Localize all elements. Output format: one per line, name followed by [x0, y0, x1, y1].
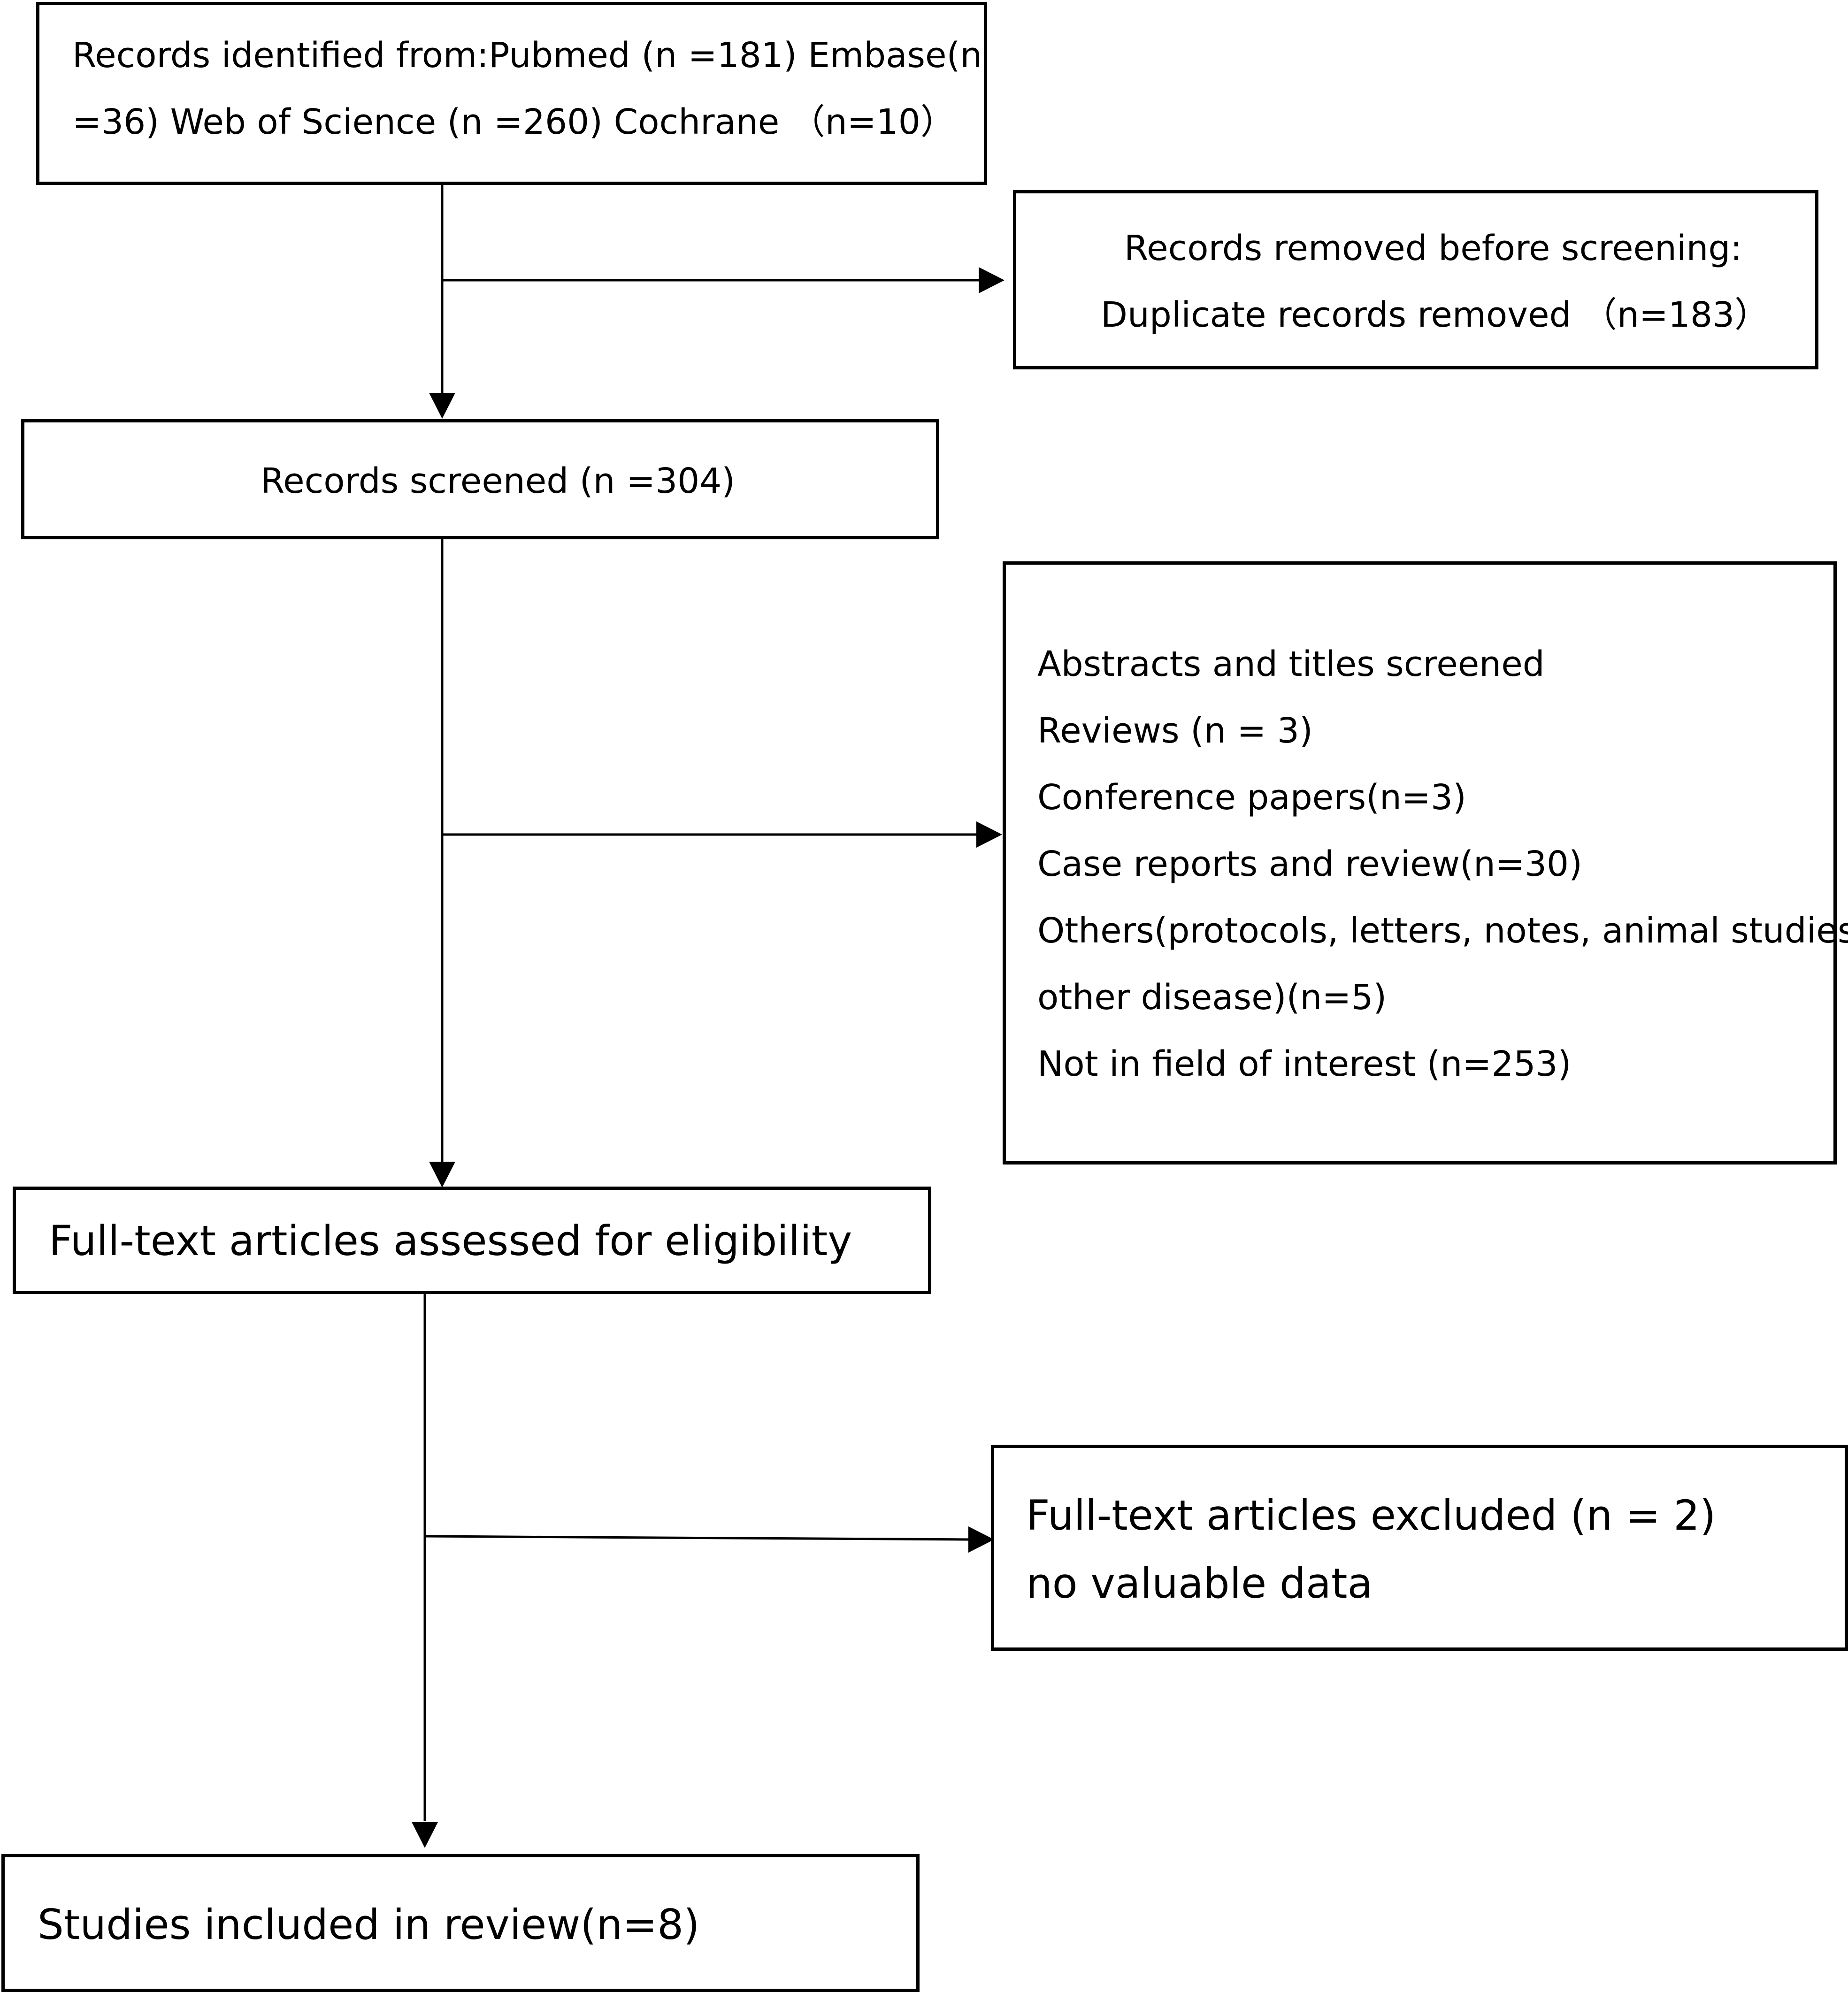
- arrowhead-to-screened: [429, 393, 455, 419]
- full-text-assessed-label: Full-text articles assessed for eligibil…: [49, 1217, 852, 1265]
- excluded-screening-item-7: Not in field of interest (n=253): [1037, 1044, 1572, 1084]
- full-text-assessed-box: Full-text articles assessed for eligibil…: [13, 1187, 931, 1294]
- arrowhead-to-excluded-fulltext: [968, 1526, 994, 1553]
- full-text-excluded-line-1: Full-text articles excluded (n = 2): [1026, 1491, 1716, 1540]
- excluded-screening-item-4: Case reports and review(n=30): [1037, 844, 1582, 884]
- excluded-screening-item-6: other disease)(n=5): [1037, 977, 1387, 1018]
- full-text-excluded-line-2: no valuable data: [1026, 1559, 1373, 1608]
- studies-included-box: Studies included in review(n=8): [1, 1854, 920, 1992]
- excluded-screening-box: Abstracts and titles screened Reviews (n…: [1003, 561, 1848, 1165]
- excluded-screening-item-1: Abstracts and titles screened: [1037, 644, 1545, 684]
- records-identified-line-2: =36) Web of Science (n =260) Cochrane （n…: [72, 102, 955, 142]
- records-identified-box: Records identified from:Pubmed (n =181) …: [36, 2, 987, 185]
- arrowhead-to-eligibility: [429, 1162, 455, 1188]
- connector-to-excluded-fulltext: [424, 1535, 970, 1541]
- full-text-excluded-box: Full-text articles excluded (n = 2) no v…: [991, 1445, 1848, 1651]
- arrowhead-to-included: [412, 1822, 438, 1848]
- excluded-screening-item-3: Conference papers(n=3): [1037, 777, 1466, 818]
- records-identified-line-1: Records identified from:Pubmed (n =181) …: [72, 35, 982, 76]
- excluded-screening-item-5: Others(protocols, letters, notes, animal…: [1037, 911, 1848, 951]
- records-removed-line-1: Records removed before screening:: [1124, 228, 1742, 268]
- records-removed-box: Records removed before screening: Duplic…: [1013, 190, 1818, 369]
- records-screened-box: Records screened (n =304): [21, 419, 939, 539]
- arrowhead-to-removed: [979, 267, 1005, 293]
- excluded-screening-item-2: Reviews (n = 3): [1037, 711, 1313, 751]
- records-removed-line-2: Duplicate records removed （n=183）: [1101, 295, 1770, 335]
- records-screened-label: Records screened (n =304): [261, 461, 736, 501]
- arrowhead-to-excluded-screening: [976, 821, 1002, 848]
- studies-included-label: Studies included in review(n=8): [38, 1900, 700, 1949]
